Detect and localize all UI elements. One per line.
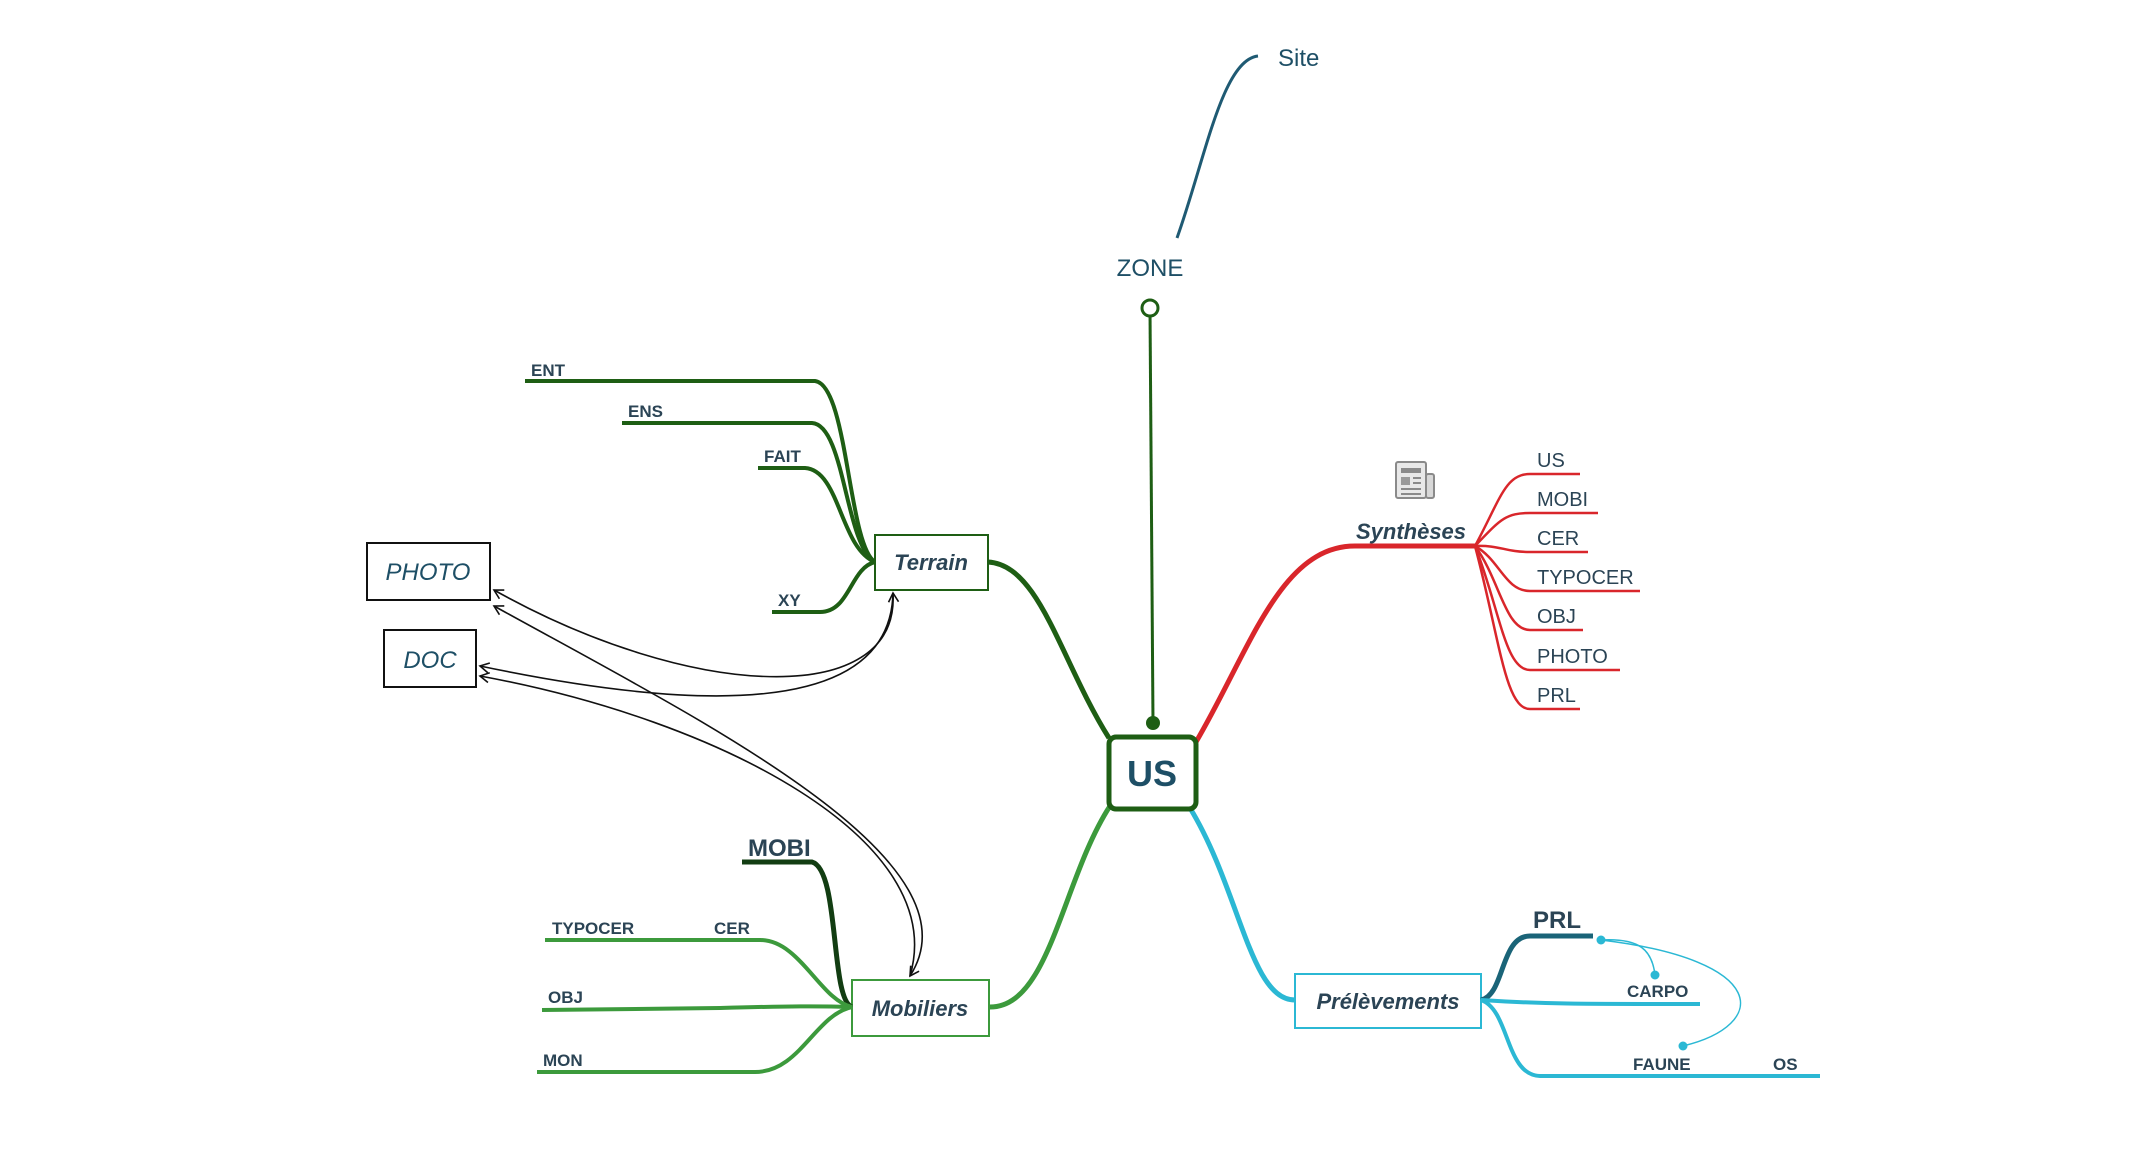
mobiliers-connector (989, 804, 1113, 1010)
mobi-label[interactable]: MOBI (748, 835, 811, 862)
prl-relationship-links (1600, 939, 1742, 1047)
syntheses-item-us[interactable]: US (1537, 450, 1565, 472)
reference-boxes: PHOTO DOC (366, 542, 491, 688)
syntheses-line-prl (1473, 545, 1580, 711)
arrow-mobiliers-doc (478, 671, 916, 977)
site-connector (1175, 54, 1259, 239)
syntheses-item-obj[interactable]: OBJ (1537, 606, 1576, 628)
photo-box[interactable] (366, 542, 491, 601)
mobiliers-mon-label[interactable]: MON (543, 1051, 583, 1070)
syntheses-label[interactable]: Synthèses (1356, 519, 1466, 544)
mobi-line (742, 859, 854, 1010)
mobiliers-typocer-label[interactable]: TYPOCER (552, 919, 634, 938)
zone-branch: ZONE Site (1117, 45, 1319, 730)
mobiliers-cer-label[interactable]: CER (714, 919, 750, 938)
zone-connector-end-dot[interactable] (1140, 298, 1160, 318)
prelevements-branch: Prélèvements PRL CARPO FAUNE OS (1187, 806, 1820, 1078)
arrow-terrain-photo (492, 589, 900, 678)
syntheses-item-prl[interactable]: PRL (1537, 685, 1576, 707)
syntheses-item-mobi[interactable]: MOBI (1537, 489, 1588, 511)
mobiliers-cer-line (545, 938, 853, 1009)
mobiliers-obj-line (541, 1004, 853, 1012)
syntheses-item-lines (1473, 472, 1640, 711)
terrain-fait-label[interactable]: FAIT (764, 447, 801, 466)
doc-box[interactable] (383, 629, 477, 688)
carpo-line (1480, 998, 1701, 1006)
os-label[interactable]: OS (1773, 1055, 1798, 1074)
newspaper-icon (1395, 461, 1435, 499)
syntheses-line-cer (1474, 544, 1588, 554)
syntheses-item-photo[interactable]: PHOTO (1537, 646, 1608, 668)
terrain-ens-label[interactable]: ENS (628, 402, 663, 421)
terrain-fait-line (758, 466, 876, 564)
syntheses-connector (1193, 543, 1475, 744)
terrain-ens-line (622, 421, 877, 564)
mobiliers-obj-label[interactable]: OBJ (548, 988, 583, 1007)
carpo-label[interactable]: CARPO (1627, 982, 1688, 1001)
faune-label[interactable]: FAUNE (1633, 1055, 1691, 1074)
syntheses-line-photo (1473, 545, 1620, 672)
syntheses-item-cer[interactable]: CER (1537, 528, 1579, 550)
mobiliers-branch: Mobiliers MOBI TYPOCER CER OBJ MON (537, 804, 1113, 1074)
zone-connector-start-dot (1146, 716, 1160, 730)
mobiliers-label: Mobiliers (872, 996, 969, 1021)
syntheses-line-us (1473, 472, 1580, 547)
zone-label[interactable]: ZONE (1117, 255, 1184, 282)
central-node-box[interactable] (1106, 734, 1199, 812)
carpo-link-dot (1650, 970, 1660, 980)
prelevements-label: Prélèvements (1316, 989, 1459, 1014)
prelevements-node[interactable] (1294, 973, 1482, 1029)
terrain-branch: Terrain ENT ENS FAIT XY (525, 361, 1112, 740)
terrain-label: Terrain (894, 550, 968, 575)
doc-label: DOC (403, 647, 457, 674)
prl-label[interactable]: PRL (1533, 907, 1581, 934)
central-node-label: US (1127, 753, 1177, 794)
syntheses-items: US MOBI CER TYPOCER OBJ PHOTO PRL (1537, 450, 1634, 707)
syntheses-line-mobi (1474, 511, 1598, 547)
syntheses-line-typocer (1474, 544, 1640, 593)
photo-label: PHOTO (386, 559, 471, 586)
central-node[interactable]: US (1106, 734, 1199, 812)
faune-os-line (1480, 998, 1820, 1078)
zone-connector (1148, 309, 1155, 724)
syntheses-line-obj (1473, 545, 1583, 632)
prl-carpo-link (1600, 939, 1656, 976)
terrain-connector (987, 559, 1112, 740)
reference-arrows (478, 589, 924, 978)
terrain-xy-label[interactable]: XY (778, 591, 801, 610)
mobiliers-mon-line (537, 1005, 853, 1074)
syntheses-branch: Synthèses US MOBI CER TYPOCER OBJ PHOTO … (1193, 450, 1640, 744)
prl-link-dot (1596, 935, 1606, 945)
terrain-ent-label[interactable]: ENT (531, 361, 566, 380)
prl-faune-link (1600, 939, 1742, 1047)
arrow-mobiliers-photo (492, 605, 924, 978)
site-label[interactable]: Site (1278, 45, 1319, 72)
prelevements-connector (1187, 806, 1296, 1003)
faune-link-dot (1678, 1041, 1688, 1051)
syntheses-item-typocer[interactable]: TYPOCER (1537, 567, 1634, 589)
terrain-ent-line (525, 379, 877, 564)
prl-line (1480, 933, 1593, 1003)
